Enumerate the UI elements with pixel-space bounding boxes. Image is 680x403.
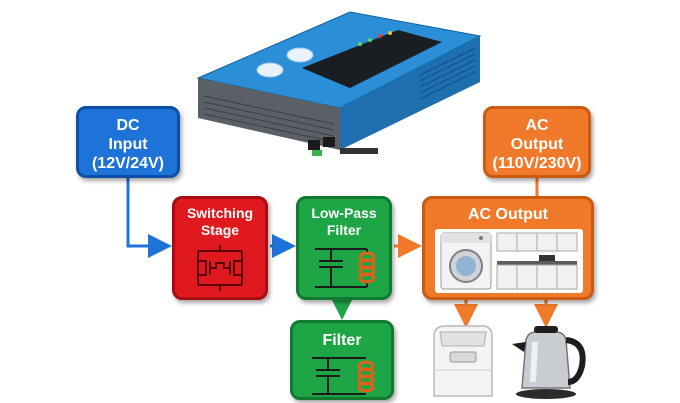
switching-line-1: Switching: [186, 205, 254, 221]
lowpass-line-2: Filter: [326, 221, 362, 238]
dc-input-line-3: (12V/24V): [91, 155, 165, 173]
ac-output-spec-box: AC Output (110V/230V): [483, 106, 591, 178]
filter-line-1: Filter: [322, 332, 362, 349]
ac-output-top-line-2: Output: [510, 136, 564, 154]
switching-line-2: Stage: [200, 221, 240, 238]
filter-box: Filter: [290, 320, 394, 400]
inductor-coil-icon: [315, 247, 376, 288]
capacitor-icon: [312, 357, 375, 396]
lowpass-line-1: Low-Pass: [311, 205, 377, 221]
ac-output-box: AC Output: [422, 196, 594, 300]
dc-input-line-1: DC: [116, 117, 140, 134]
dc-input-line-2: Input: [108, 136, 148, 154]
bread-maker-icon: [433, 325, 493, 397]
arrow-dc-to-switching: [126, 178, 172, 258]
low-pass-filter-box: Low-Pass Filter: [296, 196, 392, 300]
washing-machine-icon: [440, 232, 492, 290]
h-bridge-switch-icon: [197, 244, 243, 291]
kitchen-cabinet-icon: [496, 232, 578, 290]
ac-output-main-label: AC Output: [468, 206, 548, 223]
ac-output-top-line-1: AC: [525, 117, 549, 134]
dc-input-box: DC Input (12V/24V): [76, 106, 180, 178]
electric-kettle-icon: [512, 326, 586, 399]
switching-stage-box: Switching Stage: [172, 196, 268, 300]
appliance-panel: [435, 229, 583, 293]
ac-output-top-line-3: (110V/230V): [492, 155, 582, 173]
inverter-device-image: [196, 11, 482, 156]
